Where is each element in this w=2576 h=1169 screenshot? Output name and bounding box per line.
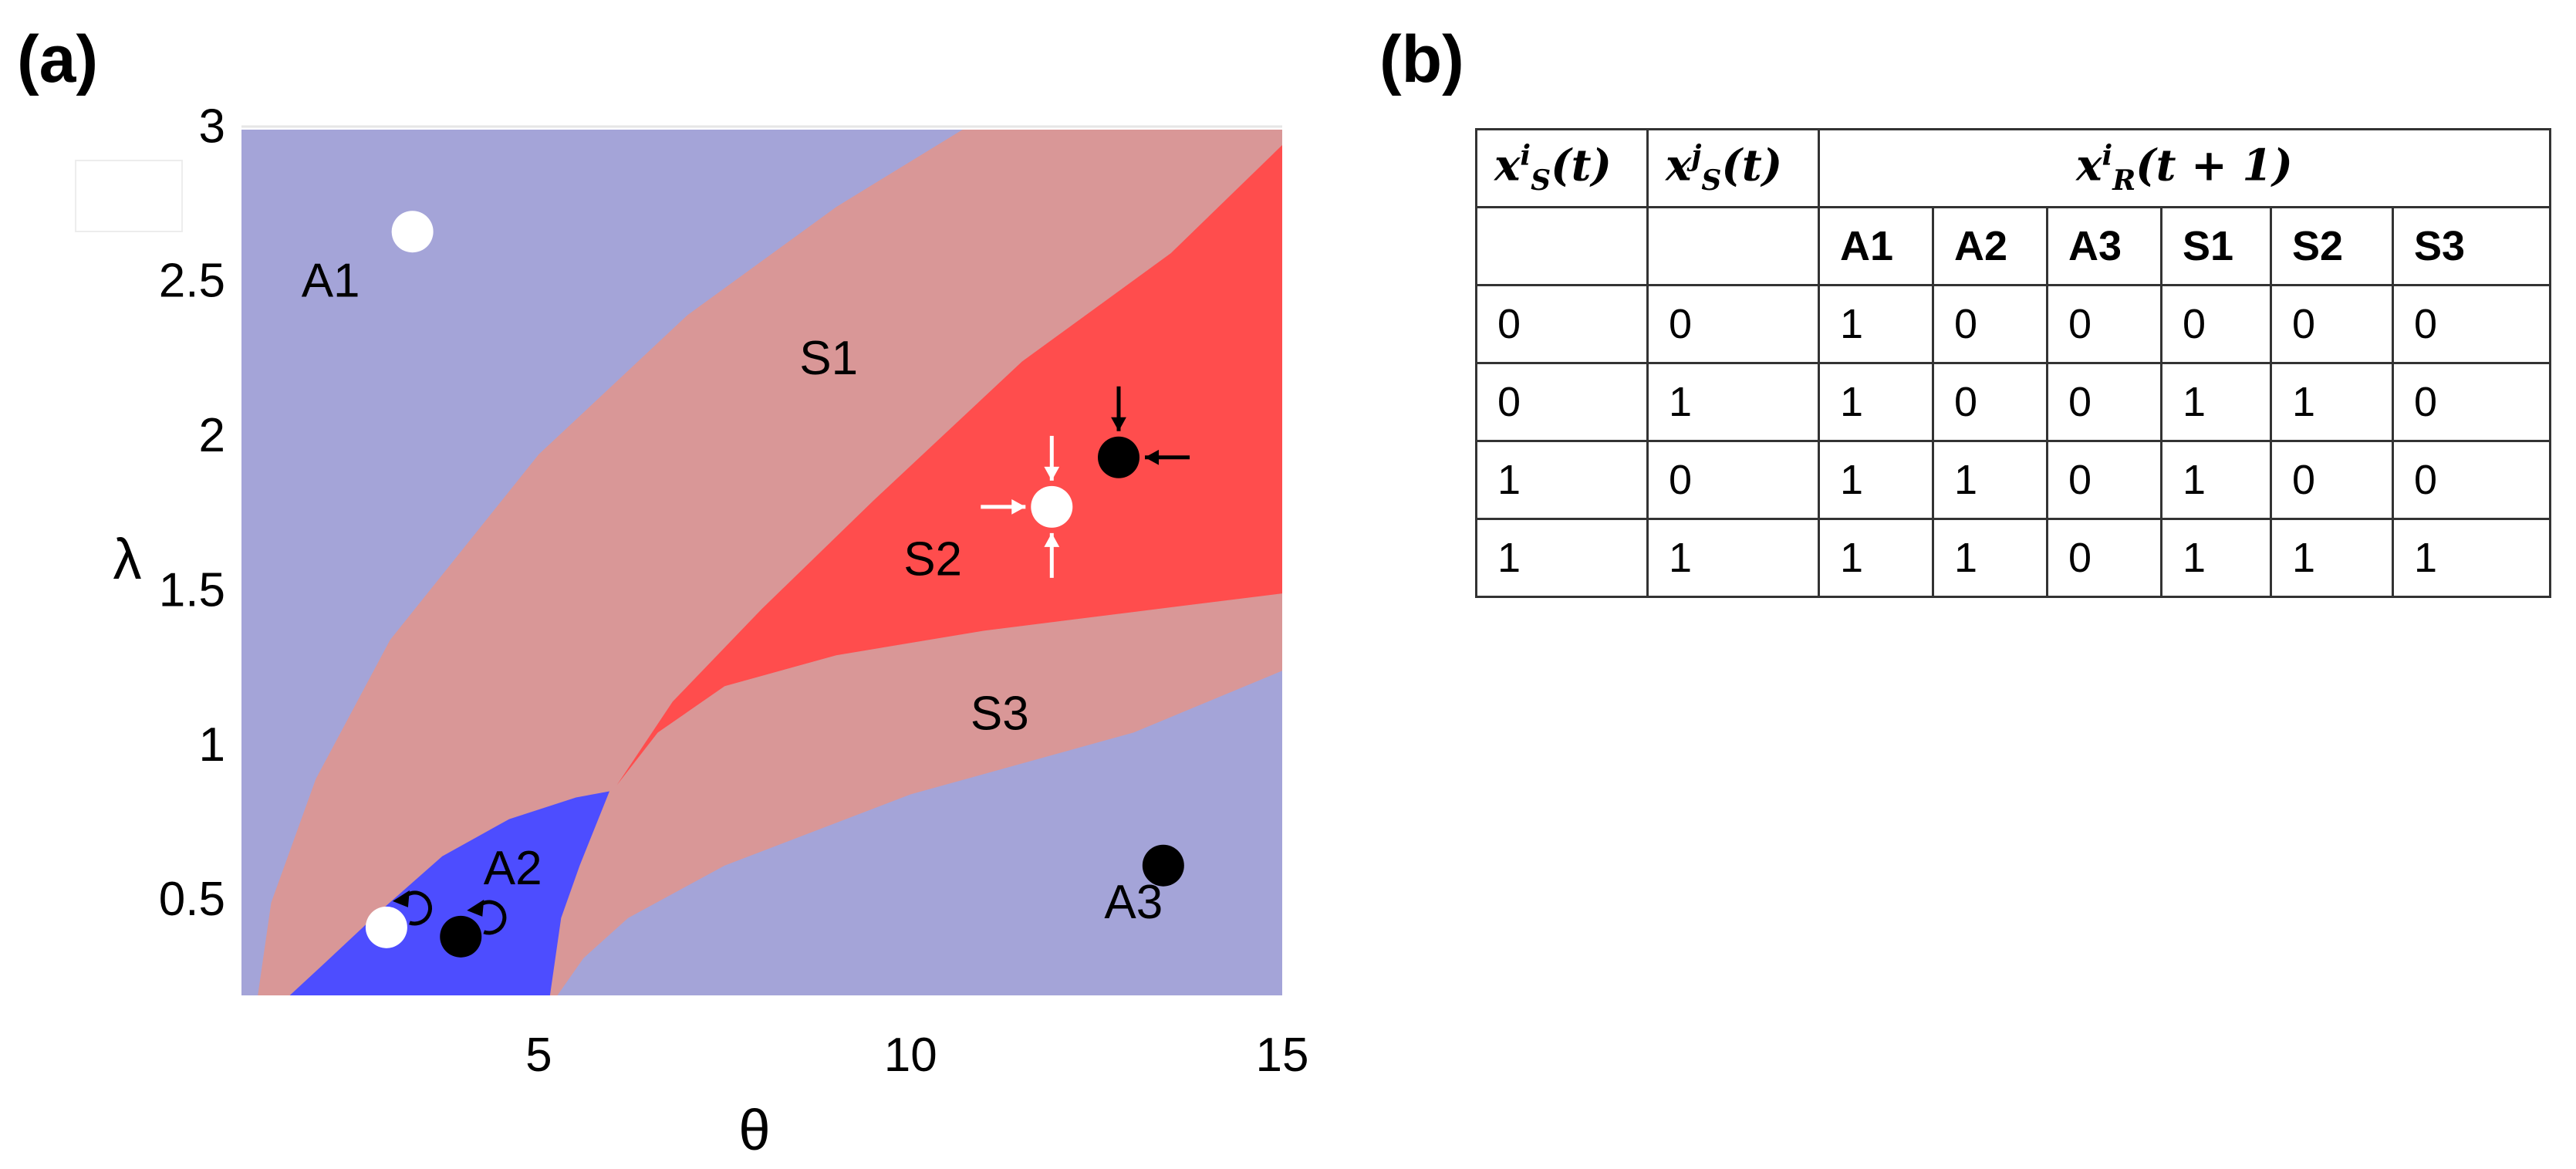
subheader-cell: A2 [1932, 206, 2048, 286]
panel-label-b: (b) [1379, 22, 1464, 96]
subheader-cell: A3 [2046, 206, 2162, 286]
marker-layer [365, 211, 1190, 958]
y-tick-label: 1.5 [159, 563, 225, 617]
table-cell: 0 [1475, 362, 1649, 442]
y-tick-label: 2.5 [159, 255, 225, 308]
table-cell: 0 [2391, 284, 2552, 364]
subheader-cell: S1 [2160, 206, 2272, 286]
table-cell: 1 [1818, 362, 1934, 442]
table-cell: 1 [2270, 362, 2394, 442]
region-label-a1: A1 [302, 255, 360, 308]
header-sender-j: xjS(t) [1646, 128, 1820, 208]
y-tick-label: 1 [199, 718, 225, 772]
table-cell: 1 [1932, 440, 2048, 520]
region-label-a3: A3 [1104, 876, 1163, 929]
header-receiver: xiR(t + 1) [1817, 128, 2552, 208]
arrow-left-icon [1145, 449, 1190, 465]
table-cell: 1 [1475, 518, 1649, 598]
white-marker [391, 211, 434, 253]
region-label-s3: S3 [971, 688, 1029, 741]
table-cell: 1 [2160, 362, 2272, 442]
arrow-down-icon [1044, 435, 1060, 481]
plot-frame [75, 125, 1282, 232]
x-tick-label: 10 [884, 1029, 937, 1082]
table-subheader-row: A1 A2 A3 S1 S2 S3 [1475, 206, 2552, 286]
truth-table: xiS(t) xjS(t) xiR(t + 1) A1 A2 A3 S1 S2 … [1475, 128, 2552, 598]
table-cell: 0 [2046, 284, 2162, 364]
loop-arrow-icon [467, 899, 507, 935]
y-tick-label: 0.5 [159, 873, 225, 926]
region-layer [241, 130, 1283, 995]
arrow-down-icon [1111, 386, 1126, 431]
table-cell: 1 [1475, 440, 1649, 520]
arrow-right-icon [981, 498, 1026, 515]
table-cell: 1 [1818, 440, 1934, 520]
x-tick-label: 5 [525, 1029, 552, 1082]
table-cell: 0 [2391, 362, 2552, 442]
black-marker [440, 915, 482, 958]
subheader-empty [1646, 206, 1820, 286]
table-cell: 1 [1646, 518, 1820, 598]
region-label-s1: S1 [799, 332, 858, 385]
x-tick-label: 15 [1256, 1029, 1309, 1082]
loop-arrow-icon [392, 890, 432, 926]
table-cell: 0 [2160, 284, 2272, 364]
x-axis-title: θ [738, 1098, 770, 1162]
subheader-empty [1475, 206, 1649, 286]
table-cell: 1 [1646, 362, 1820, 442]
subheader-cell: S3 [2391, 206, 2552, 286]
table-cell: 1 [2160, 440, 2272, 520]
subheader-cell: A1 [1818, 206, 1934, 286]
legend-box [75, 160, 183, 232]
table-cell: 1 [1818, 518, 1934, 598]
table-cell: 1 [2160, 518, 2272, 598]
region-a2 [289, 791, 609, 995]
panel-label-a: (a) [17, 22, 99, 96]
region-label-a2: A2 [484, 842, 542, 895]
y-tick-label: 3 [199, 100, 225, 153]
black-marker [1142, 844, 1184, 887]
table-cell: 1 [1932, 518, 2048, 598]
table-cell: 0 [1646, 440, 1820, 520]
tick-layer: 5 10 15 0.5 1 1.5 2 2.5 3 [159, 100, 1309, 1082]
region-label-s2: S2 [903, 532, 962, 586]
table-cell: 0 [1475, 284, 1649, 364]
y-tick-label: 2 [199, 409, 225, 462]
table-cell: 1 [2391, 518, 2552, 598]
table-cell: 0 [1932, 284, 2048, 364]
table-cell: 0 [1932, 362, 2048, 442]
region-s1 [258, 130, 1283, 995]
table-cell: 1 [1818, 284, 1934, 364]
table-cell: 1 [2270, 518, 2394, 598]
table-cell: 0 [2391, 440, 2552, 520]
table-cell: 0 [2046, 518, 2162, 598]
header-sender-i: xiS(t) [1475, 128, 1649, 208]
white-marker [1031, 485, 1073, 528]
table-cell: 0 [1646, 284, 1820, 364]
region-s2 [616, 145, 1282, 786]
table-cell: 0 [2046, 440, 2162, 520]
y-axis-title: λ [113, 527, 142, 591]
white-marker [365, 906, 407, 948]
arrow-up-icon [1044, 532, 1060, 578]
table-cell: 0 [2046, 362, 2162, 442]
table-cell: 0 [2270, 284, 2394, 364]
table-header-row: xiS(t) xjS(t) xiR(t + 1) [1475, 128, 2552, 208]
table-cell: 0 [2270, 440, 2394, 520]
subheader-cell: S2 [2270, 206, 2394, 286]
black-marker [1098, 436, 1140, 478]
